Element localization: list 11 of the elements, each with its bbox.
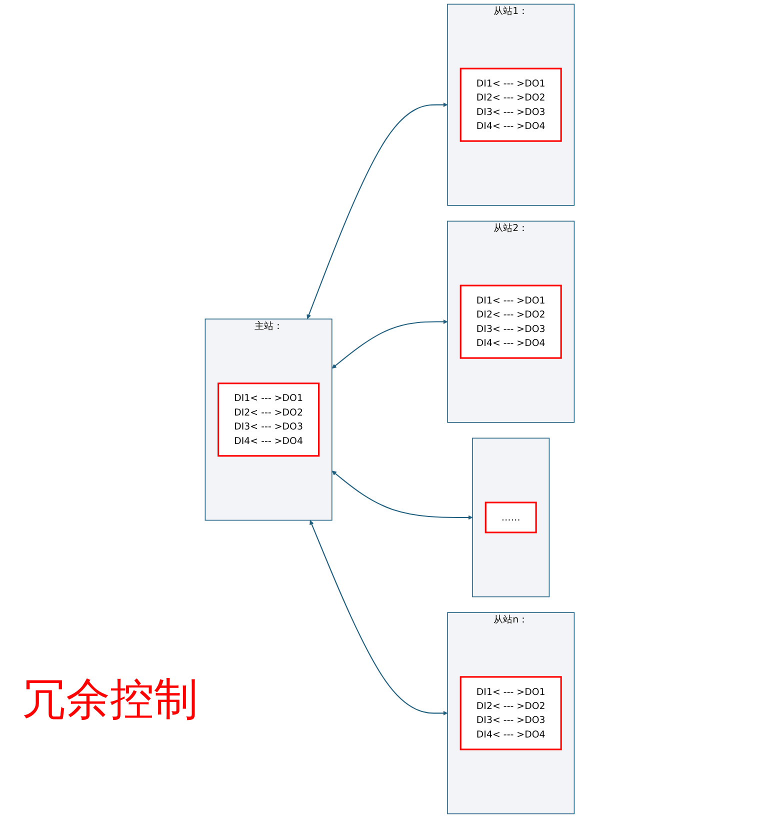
arrow: [306, 102, 448, 320]
arrow: [309, 520, 448, 716]
diagram-label: 冗余控制: [22, 673, 198, 727]
node-box: DI1< --- >DO1 DI2< --- >DO2 DI3< --- >DO3 DI4< --- >DO4: [217, 382, 320, 457]
node-box: ……: [484, 502, 537, 534]
arrow: [332, 470, 472, 520]
arrow: [332, 319, 448, 369]
node-box: DI1< --- >DO1 DI2< --- >DO2 DI3< --- >DO3 DI4< --- >DO4: [460, 284, 562, 359]
node-box: DI1< --- >DO1 DI2< --- >DO2 DI3< --- >DO3 DI4< --- >DO4: [460, 676, 562, 750]
node-box: DI1< --- >DO1 DI2< --- >DO2 DI3< --- >DO3 DI4< --- >DO4: [460, 68, 562, 142]
cluster: [472, 438, 550, 598]
